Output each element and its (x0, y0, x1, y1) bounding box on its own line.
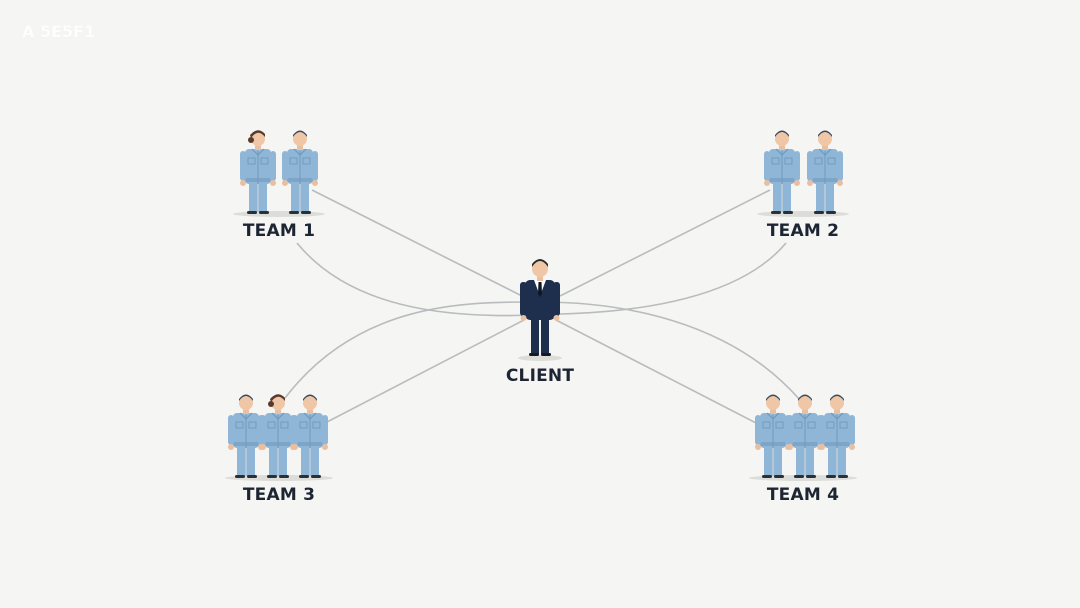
team-4-member-1-worker-male (755, 394, 791, 478)
team-4-member-2-worker-male (787, 394, 823, 478)
team-4-label: TEAM 4 (766, 485, 840, 505)
connector-line-3 (326, 319, 525, 423)
team-3-member-2-worker-female (260, 394, 296, 478)
watermark-logo: A 5E5F1 (22, 22, 96, 41)
team-1-label: TEAM 1 (242, 221, 316, 241)
team-3-label: TEAM 3 (242, 485, 316, 505)
team-3-member-1-worker-male (228, 394, 264, 478)
ground-shadow (518, 355, 562, 361)
team-2-label: TEAM 2 (766, 221, 840, 241)
team-1-group (233, 130, 325, 217)
team-3-member-3-worker-male (292, 394, 328, 478)
team-3-group (225, 394, 333, 481)
connector-line-4 (555, 319, 759, 425)
team-4-group (749, 394, 857, 481)
team-2-member-1-worker-male (764, 130, 800, 214)
connector-line-1 (311, 189, 523, 297)
team-1-member-2-worker-male (282, 130, 318, 214)
team-2-member-2-worker-male (807, 130, 843, 214)
team-1-member-1-worker-female (240, 130, 276, 214)
ground-shadow (233, 211, 325, 217)
team-4-member-3-worker-male (819, 394, 855, 478)
team-2-group (757, 130, 849, 217)
client-figure (518, 259, 562, 361)
client-label: CLIENT (505, 366, 575, 386)
connector-line-2 (559, 189, 771, 297)
figures-layer (225, 130, 857, 481)
